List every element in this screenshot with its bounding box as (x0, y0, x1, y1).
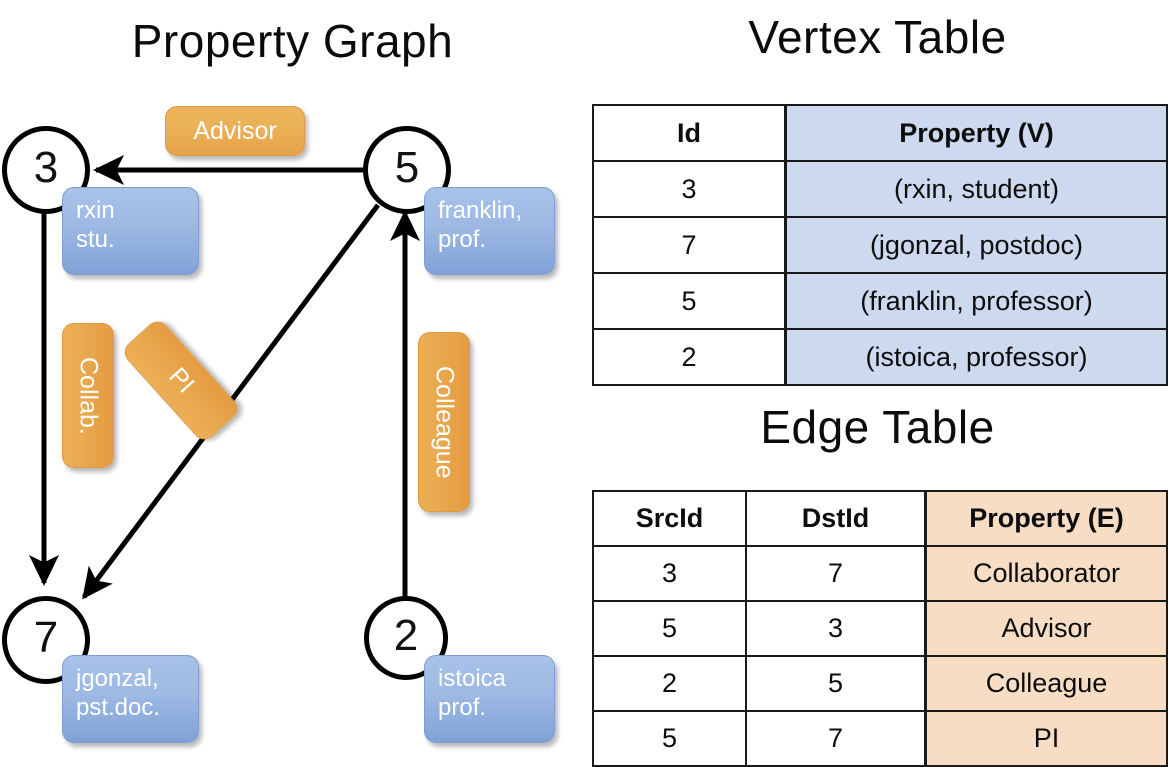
vertex-property-franklin-role: prof. (438, 226, 487, 254)
vertex-row-2-id: 5 (592, 272, 787, 330)
graph-vertex-property-rxin[interactable]: rxin stu. (62, 187, 199, 275)
edge-table-header-row: SrcId DstId Property (E) (592, 490, 1168, 547)
graph-vertex-property-jgonzal[interactable]: jgonzal, pst.doc. (62, 655, 199, 743)
edge-row-0-dst: 7 (745, 545, 927, 602)
vertex-property-jgonzal-name: jgonzal, (76, 665, 159, 692)
graph-node-2-id: 2 (393, 611, 419, 660)
edge-row-2-dst: 5 (745, 655, 927, 712)
vertex-property-franklin-name: franklin, (438, 197, 523, 224)
edge-table: SrcId DstId Property (E) 3 7 Collaborato… (592, 490, 1168, 767)
table-row[interactable]: 2 (istoica, professor) (592, 328, 1168, 386)
edge-row-1-src: 5 (592, 600, 747, 657)
edge-row-2-property: Colleague (924, 655, 1168, 712)
vertex-row-0-id: 3 (592, 160, 787, 218)
page-title-property-graph: Property Graph (131, 15, 454, 67)
page-title-edge-table: Edge Table (760, 401, 995, 453)
vertex-property-istoica-role: prof. (438, 694, 487, 722)
edge-row-3-src: 5 (592, 710, 747, 767)
edge-property-collab-label: Collab. (74, 356, 103, 435)
vertex-row-1-id: 7 (592, 216, 787, 274)
edge-row-1-property: Advisor (924, 600, 1168, 657)
graph-node-5-id: 5 (394, 143, 420, 192)
graph-edge-property-collab[interactable]: Collab. (62, 323, 114, 468)
graph-vertex-property-istoica[interactable]: istoica prof. (424, 655, 555, 743)
edge-table-col-property: Property (E) (924, 490, 1168, 547)
page-title-vertex-table: Vertex Table (748, 11, 1007, 63)
graph-node-2[interactable]: 2 (364, 596, 448, 680)
table-row[interactable]: 5 3 Advisor (592, 600, 1168, 657)
edge-property-advisor-label: Advisor (193, 116, 277, 145)
graph-node-3-id: 3 (33, 143, 59, 192)
edge-row-0-src: 3 (592, 545, 747, 602)
edge-row-0-property: Collaborator (924, 545, 1168, 602)
vertex-table-header-row: Id Property (V) (592, 104, 1168, 162)
property-graph-diagram: 3 5 7 2 rxin stu. franklin, prof. jgonza… (0, 0, 585, 760)
table-row[interactable]: 2 5 Colleague (592, 655, 1168, 712)
table-row[interactable]: 3 7 Collaborator (592, 545, 1168, 602)
edge-row-1-dst: 3 (745, 600, 927, 657)
edge-property-colleague-label: Colleague (430, 365, 459, 479)
vertex-row-1-property: (jgonzal, postdoc) (784, 216, 1168, 274)
graph-vertex-property-franklin[interactable]: franklin, prof. (424, 187, 555, 275)
edge-row-3-dst: 7 (745, 710, 927, 767)
vertex-table-col-property: Property (V) (784, 104, 1168, 162)
table-row[interactable]: 5 7 PI (592, 710, 1168, 767)
edge-table-col-srcid: SrcId (592, 490, 747, 547)
graph-node-7-id: 7 (33, 613, 59, 662)
vertex-property-rxin-role: stu. (76, 226, 115, 254)
vertex-property-rxin-name: rxin (76, 197, 115, 224)
edge-table-col-dstid: DstId (745, 490, 927, 547)
vertex-property-istoica-name: istoica (438, 665, 507, 692)
graph-edge-property-colleague[interactable]: Colleague (418, 332, 470, 512)
vertex-table-col-id: Id (592, 104, 787, 162)
edge-row-3-property: PI (924, 710, 1168, 767)
vertex-row-3-id: 2 (592, 328, 787, 386)
table-row[interactable]: 5 (franklin, professor) (592, 272, 1168, 330)
vertex-table: Id Property (V) 3 (rxin, student) 7 (jgo… (592, 104, 1168, 386)
table-row[interactable]: 3 (rxin, student) (592, 160, 1168, 218)
vertex-row-2-property: (franklin, professor) (784, 272, 1168, 330)
table-row[interactable]: 7 (jgonzal, postdoc) (592, 216, 1168, 274)
vertex-row-0-property: (rxin, student) (784, 160, 1168, 218)
edge-property-pi-label: PI (163, 362, 200, 399)
vertex-row-3-property: (istoica, professor) (784, 328, 1168, 386)
edge-row-2-src: 2 (592, 655, 747, 712)
graph-edge-property-advisor[interactable]: Advisor (165, 106, 305, 156)
vertex-property-jgonzal-role: pst.doc. (76, 694, 161, 722)
